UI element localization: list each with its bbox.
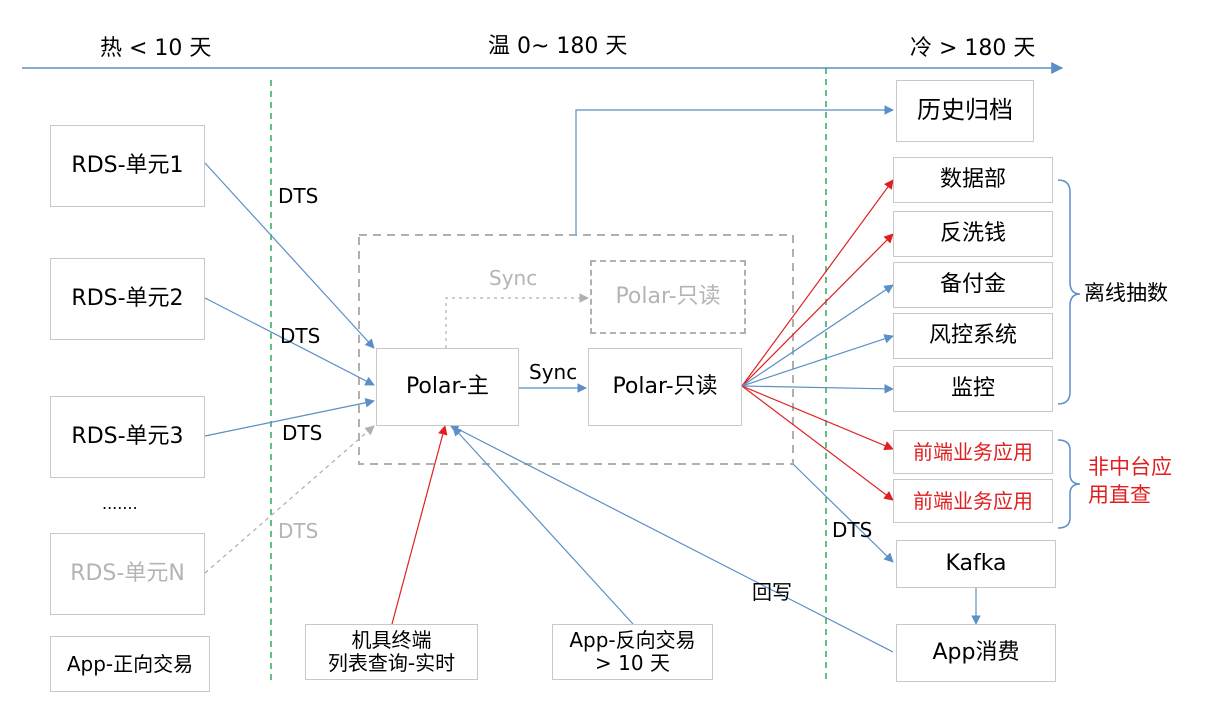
arrow-readonly-frontend2 xyxy=(741,385,894,501)
rds-unit-3-box: RDS-单元3 xyxy=(50,396,205,478)
arrow-readonly-monitor xyxy=(741,384,894,394)
arrow-cluster-archive xyxy=(575,105,894,235)
rds-unit-1-box: RDS-单元1 xyxy=(50,125,205,207)
bracket-non-platform xyxy=(1057,439,1081,529)
rds-unit-2-box: RDS-单元2 xyxy=(50,258,205,340)
timeline-cold-label: 冷 > 180 天 xyxy=(910,36,1036,61)
arrow-rds1-polar xyxy=(204,162,375,349)
terminal-query-box: 机具终端 列表查询-实时 xyxy=(305,624,478,680)
risk-control-box: 风控系统 xyxy=(893,313,1053,359)
writeback-label: 回写 xyxy=(752,580,792,604)
app-consume-box: App消费 xyxy=(896,624,1056,682)
arrow-readonly-reserve xyxy=(741,284,894,387)
terminal-query-line2: 列表查询-实时 xyxy=(327,651,456,675)
monitoring-box: 监控 xyxy=(893,366,1053,412)
app-forward-trade-box: App-正向交易 xyxy=(50,636,210,692)
arrow-readonly-datadept xyxy=(741,179,894,387)
timeline-warm-label: 温 0~ 180 天 xyxy=(488,34,628,59)
arrow-readonly-frontend1 xyxy=(741,385,894,451)
arrow-terminal-polar xyxy=(391,425,448,625)
non-platform-query-label-line1: 非中台应 xyxy=(1088,455,1172,479)
bracket-offline xyxy=(1057,179,1081,405)
dts-label-n: DTS xyxy=(278,519,319,543)
arrow-appconsume-writeback xyxy=(449,424,894,653)
dts-label-2: DTS xyxy=(280,324,321,348)
history-archive-box: 历史归档 xyxy=(896,80,1034,142)
sync-main-label: Sync xyxy=(529,360,578,384)
data-dept-box: 数据部 xyxy=(893,157,1053,203)
arrow-appreverse-polar xyxy=(452,426,634,625)
offline-extraction-label: 离线抽数 xyxy=(1084,281,1168,305)
polar-main-box: Polar-主 xyxy=(376,348,519,426)
sync-gray-label: Sync xyxy=(489,266,538,290)
frontend-app-1-box: 前端业务应用 xyxy=(893,430,1053,474)
non-platform-query-label-line2: 用直查 xyxy=(1088,483,1151,507)
dts-label-3: DTS xyxy=(282,421,323,445)
arrow-rds3-polar xyxy=(204,398,375,437)
sources-ellipsis: ....... xyxy=(102,494,138,513)
app-reverse-trade-line2: > 10 天 xyxy=(595,651,670,675)
frontend-app-2-box: 前端业务应用 xyxy=(893,479,1053,523)
reserve-fund-box: 备付金 xyxy=(893,262,1053,308)
dts-label-1: DTS xyxy=(278,184,319,208)
kafka-box: Kafka xyxy=(896,540,1056,588)
polar-readonly-gray-box: Polar-只读 xyxy=(590,260,746,334)
timeline-hot-label: 热 < 10 天 xyxy=(100,36,212,61)
anti-money-laundering-box: 反洗钱 xyxy=(893,211,1053,257)
dts-kafka-label: DTS xyxy=(832,518,873,542)
arrow-rdsN-polar xyxy=(204,425,375,574)
arrow-readonly-aml xyxy=(741,233,894,387)
arrow-polar-main-readonly-gray xyxy=(445,293,589,348)
arrow-rds2-polar xyxy=(204,297,375,386)
app-reverse-trade-box: App-反向交易 > 10 天 xyxy=(552,624,713,680)
rds-unit-n-box: RDS-单元N xyxy=(50,533,205,615)
polar-readonly-box: Polar-只读 xyxy=(588,348,742,426)
app-reverse-trade-line1: App-反向交易 xyxy=(569,628,696,652)
terminal-query-line1: 机具终端 xyxy=(351,628,432,652)
arrow-cluster-kafka xyxy=(792,463,894,563)
arrow-readonly-risk xyxy=(741,334,894,387)
